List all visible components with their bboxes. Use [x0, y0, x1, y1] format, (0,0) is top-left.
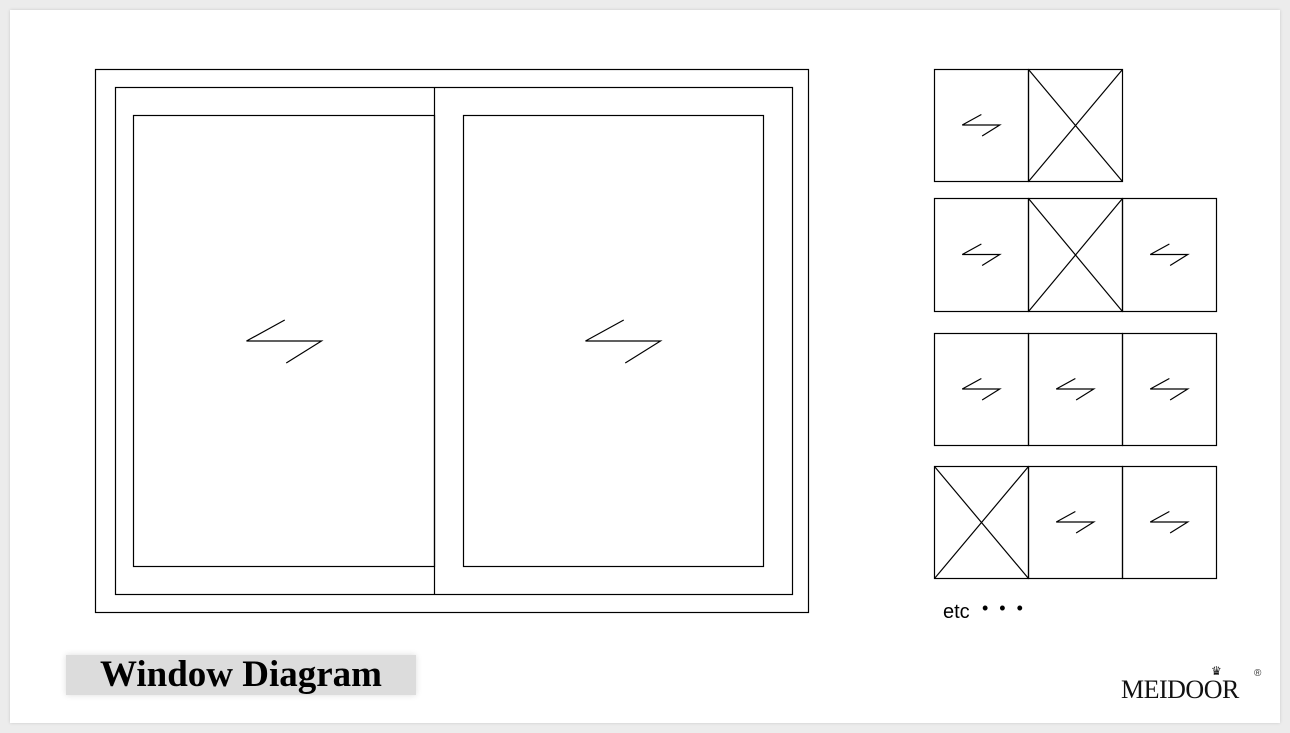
sliding-panel	[933, 68, 1030, 183]
main-window-outer-frame	[94, 68, 810, 614]
diagram-title: Window Diagram	[100, 654, 382, 695]
sliding-panel	[933, 197, 1030, 313]
sliding-panel	[1121, 332, 1218, 447]
sliding-panel	[1027, 465, 1124, 580]
sliding-panel	[1121, 465, 1218, 580]
brand-logo: MEIDOOR	[1121, 675, 1239, 704]
fixed-cross-line	[1028, 69, 1123, 182]
etc-label: etc	[943, 601, 970, 623]
sliding-arrow-icon	[1149, 377, 1190, 401]
etc-dots: • • •	[982, 598, 1026, 618]
fixed-panel	[1027, 68, 1124, 183]
fixed-cross-line	[934, 466, 1029, 579]
sliding-arrow-icon	[1149, 243, 1190, 267]
title-background	[66, 655, 416, 695]
diagram-card	[10, 10, 1280, 723]
sliding-panel	[1121, 197, 1218, 313]
crown-icon: ♛	[1211, 664, 1222, 678]
main-window	[94, 68, 810, 614]
panel-frame	[1121, 197, 1218, 313]
sliding-arrow-icon	[585, 319, 663, 364]
registered-mark: ®	[1254, 668, 1262, 679]
left-sash-glass	[132, 114, 436, 568]
sliding-arrow-icon	[961, 377, 1002, 401]
sliding-arrow-icon	[1055, 510, 1096, 534]
configuration-row-4	[933, 465, 1218, 580]
sliding-arrow-icon	[961, 243, 1002, 267]
panel-frame	[1121, 465, 1218, 580]
configuration-row-1	[933, 68, 1124, 183]
panel-frame	[1121, 332, 1218, 447]
configuration-row-2	[933, 197, 1218, 313]
sliding-panel	[933, 332, 1030, 447]
main-window-inner-frame	[114, 86, 794, 596]
panel-frame	[1027, 68, 1124, 183]
right-sash-glass	[462, 114, 765, 568]
fixed-panel	[1027, 197, 1124, 313]
configuration-row-3	[933, 332, 1218, 447]
sliding-arrow-icon	[1149, 510, 1190, 534]
sliding-panel	[1027, 332, 1124, 447]
sliding-arrow-icon	[246, 319, 324, 364]
sliding-arrow-icon	[1055, 377, 1096, 401]
fixed-cross-line	[1028, 198, 1123, 312]
sliding-arrow-icon	[961, 113, 1002, 137]
fixed-panel	[933, 465, 1030, 580]
